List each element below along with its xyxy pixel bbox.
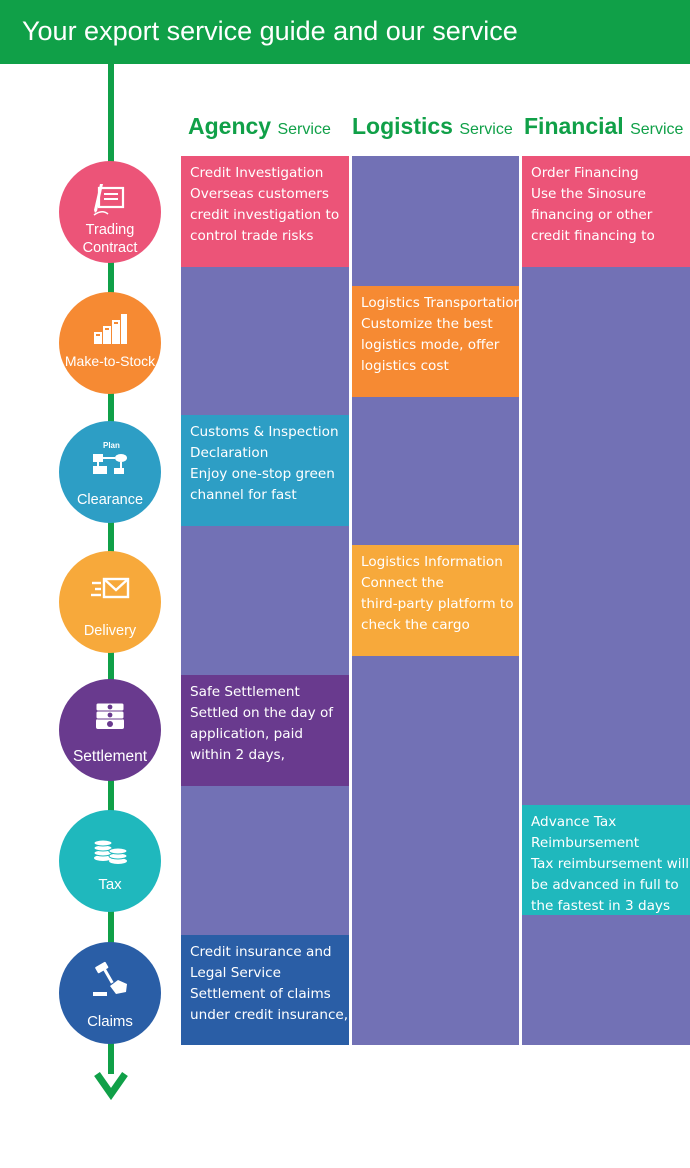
box-line: credit investigation to <box>190 207 340 223</box>
box-line: Tax reimbursement will <box>531 856 690 872</box>
step-label: Make-to-Stock <box>64 353 156 369</box>
gavel-handshake-icon <box>93 961 127 996</box>
box-line: Legal Service <box>190 965 281 981</box>
box-line: Customize the best <box>361 316 493 332</box>
box-line: application, paid <box>190 726 303 742</box>
step-clearance: Plan Clearance <box>59 421 161 523</box>
box-line: Overseas customers <box>190 186 329 202</box>
box-line: the fastest in 3 days <box>531 898 671 914</box>
step-make-to-stock: Make-to-Stock <box>59 292 161 394</box>
contract-pen-icon <box>93 184 125 216</box>
column-subtitle: Service <box>459 121 513 138</box>
envelope-speed-icon <box>91 577 130 599</box>
box-line: Connect the <box>361 575 444 591</box>
column-subtitle: Service <box>277 121 331 138</box>
service-box-safe-settlement: Safe Settlement Settled on the day of ap… <box>181 675 349 786</box>
box-line: Reimbursement <box>531 835 640 851</box>
box-line: within 2 days, <box>190 747 285 763</box>
box-line: check the cargo <box>361 617 470 633</box>
service-box-credit-investigation: Credit Investigation Overseas customers … <box>181 156 349 267</box>
service-box-order-financing: Order Financing Use the Sinosure financi… <box>522 156 690 267</box>
page-title: Your export service guide and our servic… <box>22 16 518 46</box>
coin-stacks-icon <box>93 839 128 864</box>
step-label: Trading Contract <box>59 221 161 257</box>
step-label: Delivery <box>83 623 137 639</box>
arrow-down-icon <box>94 1071 128 1101</box>
step-label-line: Contract <box>82 240 138 256</box>
column-title: Financial <box>524 113 624 139</box>
service-box-credit-insurance: Credit insurance and Legal Service Settl… <box>181 935 349 1045</box>
step-label: Claims <box>87 1013 133 1030</box>
service-box-advance-tax: Advance Tax Reimbursement Tax reimbursem… <box>522 805 690 915</box>
service-box-customs-declaration: Customs & Inspection Declaration Enjoy o… <box>181 415 349 526</box>
step-label: Settlement <box>72 748 148 765</box>
box-line: Declaration <box>190 445 269 461</box>
box-line: logistics mode, offer <box>361 337 500 353</box>
step-delivery: Delivery <box>59 551 161 653</box>
step-label: Clearance <box>76 492 144 508</box>
box-line: Credit Investigation <box>190 165 324 181</box>
box-line: financing or other <box>531 207 653 223</box>
column-header-logistics: Logistics Service <box>352 113 513 140</box>
box-line: Logistics Information <box>361 554 503 570</box>
box-line: Logistics Transportation <box>361 295 519 311</box>
box-line: be advanced in full to <box>531 877 679 893</box>
box-line: logistics cost <box>361 358 449 374</box>
column-title: Logistics <box>352 113 453 139</box>
box-line: Order Financing <box>531 165 639 181</box>
box-line: Credit insurance and <box>190 944 332 960</box>
box-line: Advance Tax <box>531 814 617 830</box>
header-banner: Your export service guide and our servic… <box>0 0 690 64</box>
plan-flowchart-icon: Plan <box>93 441 127 474</box>
box-line: third-party platform to <box>361 596 514 612</box>
column-title: Agency <box>188 113 272 139</box>
service-box-logistics-transportation: Logistics Transportation Customize the b… <box>352 286 519 397</box>
step-claims: Claims <box>59 942 161 1044</box>
step-label-line: Trading <box>85 222 135 238</box>
box-line: Enjoy one-stop green <box>190 466 335 482</box>
box-line: Safe Settlement <box>190 684 300 700</box>
box-line: under credit insurance, <box>190 1007 349 1023</box>
cash-stack-icon <box>95 702 125 729</box>
lane-agency <box>181 156 349 1045</box>
column-header-financial: Financial Service <box>524 113 683 140</box>
box-line: control trade risks <box>190 228 314 244</box>
box-line: Settlement of claims <box>190 986 331 1002</box>
step-settlement: Settlement <box>59 679 161 781</box>
service-box-logistics-information: Logistics Information Connect the third-… <box>352 545 519 656</box>
column-header-agency: Agency Service <box>188 113 331 140</box>
box-line: Use the Sinosure <box>531 186 647 202</box>
step-trading-contract: Trading Contract <box>59 161 161 263</box>
step-tax: Tax <box>59 810 161 912</box>
column-subtitle: Service <box>630 121 684 138</box>
plan-text: Plan <box>103 441 120 450</box>
box-line: credit financing to <box>531 228 655 244</box>
box-line: Customs & Inspection <box>190 424 339 440</box>
box-line: Settled on the day of <box>190 705 334 721</box>
stacked-bar-blocks-icon <box>94 314 127 344</box>
step-label: Tax <box>98 876 122 893</box>
box-line: channel for fast <box>190 487 297 503</box>
